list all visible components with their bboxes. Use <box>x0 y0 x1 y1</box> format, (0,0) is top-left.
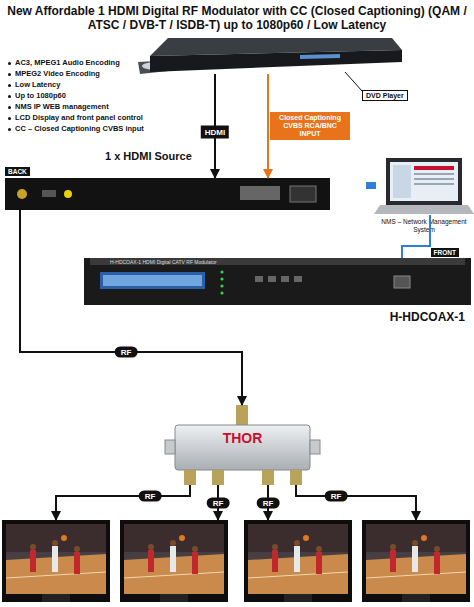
connector <box>56 485 190 520</box>
bullet-dot <box>8 84 11 87</box>
bullet-dot <box>8 117 11 120</box>
node-text: BACK <box>5 167 30 176</box>
bullet-dot <box>8 128 11 131</box>
feature-text: AC3, MPEG1 Audio Encoding <box>15 58 120 67</box>
feature-bullet: MPEG2 Video Encoding <box>8 69 100 78</box>
splitter-input <box>236 405 248 425</box>
edge-label: Closed Captioning CVBS RCA/BNC INPUT <box>270 112 350 140</box>
screen-row <box>414 178 454 180</box>
rf-out-port <box>17 189 27 199</box>
hdmi-port <box>42 190 56 197</box>
feature-bullet: NMS IP WEB management <box>8 102 109 111</box>
feature-bullet: AC3, MPEG1 Audio Encoding <box>8 58 120 67</box>
front-button <box>255 276 263 282</box>
ethernet-port <box>394 276 410 288</box>
feature-bullet: Low Latency <box>8 80 60 89</box>
splitter-output <box>262 470 274 485</box>
feature-bullet: LCD Display and front panel control <box>8 113 143 122</box>
led <box>220 284 223 287</box>
edge-label: RF <box>257 498 280 509</box>
laptop-bezel <box>386 158 462 205</box>
laptop-screen <box>390 162 458 201</box>
bullet-dot <box>8 73 11 76</box>
laptop-base <box>374 205 474 214</box>
tv-set <box>2 520 110 602</box>
screen-row <box>414 183 454 185</box>
rf-splitter: THOR <box>165 405 320 485</box>
edge-label: RF <box>325 491 348 502</box>
edge-label: HDMI <box>201 126 229 139</box>
feature-bullet: Up to 1080p60 <box>8 91 66 100</box>
front-panel-body <box>84 258 471 305</box>
lcd-glass <box>103 275 202 286</box>
ethernet-plug <box>366 182 376 189</box>
feature-bullet: CC – Closed Captioning CVBS input <box>8 124 144 133</box>
source-caption: 1 x HDMI Source <box>105 150 192 162</box>
splitter-output <box>212 470 224 485</box>
back-panel: BACK <box>5 178 330 210</box>
bullet-dot <box>8 62 11 65</box>
diagram-title: New Affordable 1 HDMI Digital RF Modulat… <box>0 4 474 32</box>
node-text: THOR <box>165 430 320 446</box>
tv-set <box>120 520 228 602</box>
dvd-player: DVD Player <box>150 38 402 74</box>
feature-text: CC – Closed Captioning CVBS input <box>15 124 144 133</box>
feature-text: Up to 1080p60 <box>15 91 66 100</box>
tv-screen <box>362 520 470 602</box>
node-text: NMS – Network Management System <box>376 218 472 234</box>
feature-text: NMS IP WEB management <box>15 102 109 111</box>
led <box>220 291 223 294</box>
led <box>220 270 223 273</box>
edge-label: RF <box>207 498 230 509</box>
mount-tab <box>310 440 320 454</box>
lcd-display <box>100 272 205 289</box>
tv-set <box>362 520 470 602</box>
front-button <box>281 276 289 282</box>
caption-text: 1 x HDMI Source <box>105 150 192 162</box>
screen-panel <box>393 165 411 198</box>
dvd-front <box>150 50 402 72</box>
feature-text: LCD Display and front panel control <box>15 113 143 122</box>
feature-text: MPEG2 Video Encoding <box>15 69 100 78</box>
leader-line <box>345 72 362 91</box>
splitter-output <box>290 470 302 485</box>
tv-screen <box>2 520 110 602</box>
power-socket <box>290 186 316 202</box>
screen-banner <box>414 166 454 170</box>
back-panel-body <box>5 178 330 210</box>
edge-label: RF <box>115 347 138 358</box>
node-text: H-HDCOAX-1 HDMI Digital CATV RF Modulato… <box>110 259 217 265</box>
feature-text: Low Latency <box>15 80 60 89</box>
tv-screen <box>120 520 228 602</box>
connector <box>296 485 416 520</box>
screen-row <box>414 173 454 175</box>
rating-sticker <box>240 186 280 200</box>
front-strip <box>90 258 465 265</box>
bullet-dot <box>8 95 11 98</box>
dvd-display <box>300 54 340 59</box>
tv-screen <box>244 520 352 602</box>
mount-tab <box>165 440 175 454</box>
node-text: H-HDCOAX-1 <box>390 310 465 324</box>
led <box>220 277 223 280</box>
bullet-dot <box>8 106 11 109</box>
node-text: DVD Player <box>362 90 408 101</box>
cc-rca-port <box>64 190 72 198</box>
front-button <box>294 276 302 282</box>
connector <box>267 74 269 178</box>
front-button <box>268 276 276 282</box>
connector <box>20 210 242 405</box>
edge-label: RF <box>139 491 162 502</box>
node-text: FRONT <box>431 248 459 257</box>
nms-laptop: NMS – Network Management System <box>376 158 472 215</box>
splitter-output <box>184 470 196 485</box>
tv-set <box>244 520 352 602</box>
front-panel: FRONTH-HDCOAX-1 HDMI Digital CATV RF Mod… <box>90 258 465 305</box>
